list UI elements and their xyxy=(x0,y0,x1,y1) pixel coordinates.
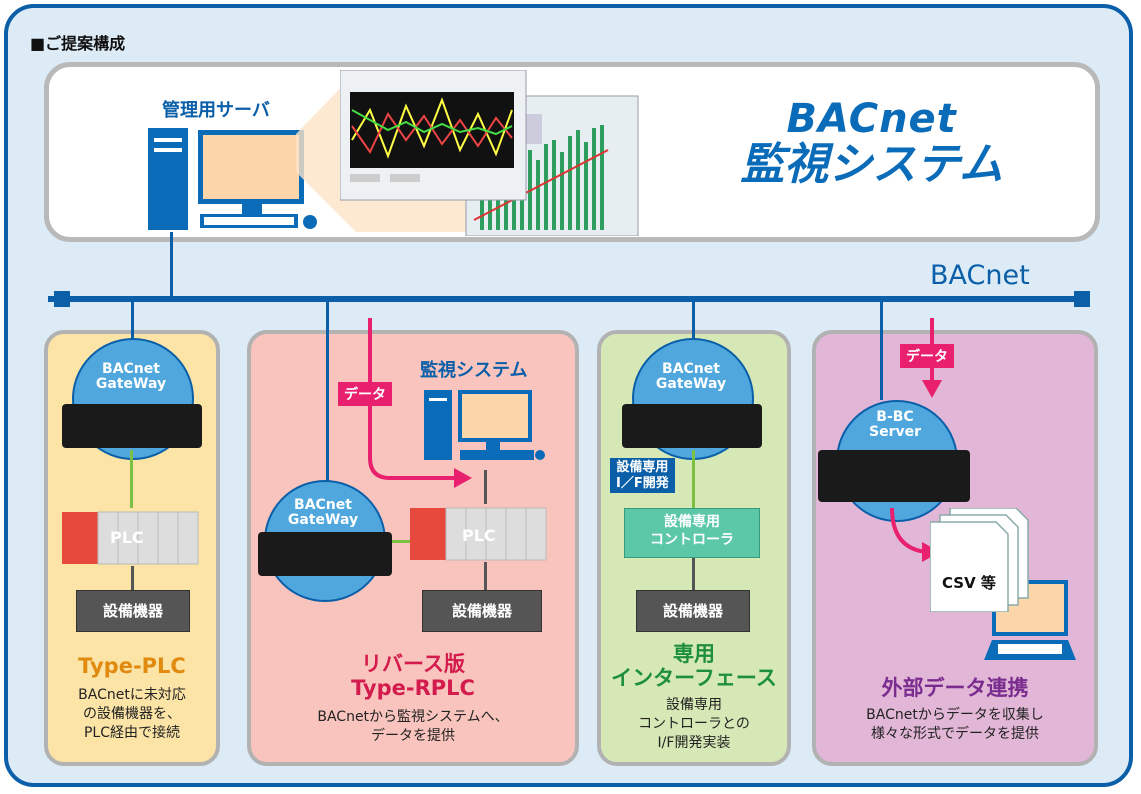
panel3-title-line2: インターフェース xyxy=(611,666,777,691)
panel3-link xyxy=(692,450,695,508)
panel3-controller-line1: 設備専用 xyxy=(664,514,720,530)
panel4-server-device-icon xyxy=(818,450,970,502)
panel2-description: BACnetから監視システムへ、 データを提供 xyxy=(247,708,579,746)
panel3-if-tag: 設備専用 I／F開発 xyxy=(610,458,675,494)
panel2-title-line2: Type-RPLC xyxy=(351,676,475,701)
panel3-title-line1: 専用 xyxy=(673,642,715,666)
panel3-gateway-device-icon xyxy=(622,404,762,448)
panel2-gateway-line1: BACnet xyxy=(294,497,352,513)
panel4-server-line2: Server xyxy=(868,424,921,441)
panel1-gateway-line2: GateWay xyxy=(95,376,167,393)
panel1-desc-line: BACnetに未対応 xyxy=(78,687,186,703)
panel1-device-box: 設備機器 xyxy=(76,590,190,632)
system-title: BACnet 監視システム xyxy=(740,96,1003,191)
panel2-title: リバース版 Type-RPLC xyxy=(247,652,579,700)
panel1-device-link xyxy=(131,566,134,590)
panel4-title: 外部データ連携 xyxy=(881,676,1029,700)
laptop-icon xyxy=(984,580,1076,660)
panel2-desc-line: BACnetから監視システムへ、 xyxy=(317,709,509,725)
panel2-gateway-line2: GateWay xyxy=(287,512,359,529)
panel2-monitor-link xyxy=(484,470,487,504)
panel2-gateway-label: BACnet GateWay xyxy=(264,497,382,529)
panel3-controller-box: 設備専用 コントローラ xyxy=(624,508,760,558)
panel3-description: 設備専用 コントローラとの I/F開発実装 xyxy=(597,696,791,753)
panel2-plc-label: PLC xyxy=(462,526,496,545)
panel2-monitor-icon xyxy=(424,390,545,460)
panel2-plc-icon xyxy=(410,507,547,561)
panel2-gateway-device-icon xyxy=(258,532,392,576)
panel4-desc-line: 様々な形式でデータを提供 xyxy=(871,725,1039,742)
panel3-gateway-label: BACnet GateWay xyxy=(632,361,750,393)
server-label: 管理用サーバ xyxy=(162,100,270,121)
panel3-device-link xyxy=(692,558,695,590)
panel4-desc-line: BACnetからデータを収集し xyxy=(866,707,1044,723)
panel2-bus-connector xyxy=(326,300,329,492)
panel4-data-tag: データ xyxy=(900,344,954,368)
panel4-csv-label: CSV 等 xyxy=(942,574,996,592)
bacnet-bus-line xyxy=(48,296,1088,302)
bus-end-right xyxy=(1074,291,1090,307)
panel3-gateway-line1: BACnet xyxy=(662,361,720,377)
management-server-icon xyxy=(148,128,317,230)
panel3-controller-line2: コントローラ xyxy=(650,532,734,549)
panel1-plc-label: PLC xyxy=(110,528,144,547)
monitoring-screenshot xyxy=(340,70,639,236)
panel3-bus-connector xyxy=(692,300,695,348)
panel3-if-tag-line2: I／F開発 xyxy=(616,475,669,491)
panel2-data-tag: データ xyxy=(338,382,392,406)
panel2-device-link xyxy=(484,562,487,590)
bus-label: BACnet xyxy=(930,260,1030,291)
panel1-title: Type-PLC xyxy=(78,654,186,678)
panel4-description: BACnetからデータを収集し 様々な形式でデータを提供 xyxy=(812,706,1098,744)
panel2-link xyxy=(392,540,412,543)
panel3-device-box: 設備機器 xyxy=(636,590,750,632)
panel3-gateway-line2: GateWay xyxy=(655,376,727,393)
panel1-bus-connector xyxy=(131,300,134,350)
server-bus-connector xyxy=(170,232,173,298)
system-title-line1: BACnet xyxy=(786,96,957,142)
panel1-gateway-device-icon xyxy=(62,404,202,448)
panel1-description: BACnetに未対応 の設備機器を、 PLC経由で接続 xyxy=(44,686,220,743)
section-title: ■ご提案構成 xyxy=(30,34,126,53)
csv-documents-icon xyxy=(930,508,1029,612)
panel1-gateway-label: BACnet GateWay xyxy=(72,361,190,393)
panel1-desc-line: PLC経由で接続 xyxy=(83,724,181,741)
panel2-desc-line: データを提供 xyxy=(371,727,455,744)
panel2-title-line1: リバース版 xyxy=(361,652,465,676)
panel2-device-box: 設備機器 xyxy=(422,590,542,632)
panel3-title: 専用 インターフェース xyxy=(597,642,791,690)
bus-end-left xyxy=(54,291,70,307)
panel1-plc-icon xyxy=(62,511,199,565)
panel3-desc-line: 設備専用 xyxy=(666,697,722,713)
panel4-server-line1: B-BC xyxy=(876,409,914,425)
panel3-desc-line: I/F開発実装 xyxy=(657,734,731,751)
panel3-if-tag-line1: 設備専用 xyxy=(616,460,669,475)
panel4-bus-connector xyxy=(880,300,883,400)
panel3-desc-line: コントローラとの xyxy=(638,715,750,732)
panel2-monitor-label: 監視システム xyxy=(420,360,528,381)
panel1-desc-line: の設備機器を、 xyxy=(83,705,181,722)
panel1-link xyxy=(130,450,133,508)
system-title-line2: 監視システム xyxy=(740,139,1003,191)
panel2-data-arrow xyxy=(368,318,472,488)
panel4-server-label: B-BC Server xyxy=(836,409,954,441)
panel1-gateway-line1: BACnet xyxy=(102,361,160,377)
